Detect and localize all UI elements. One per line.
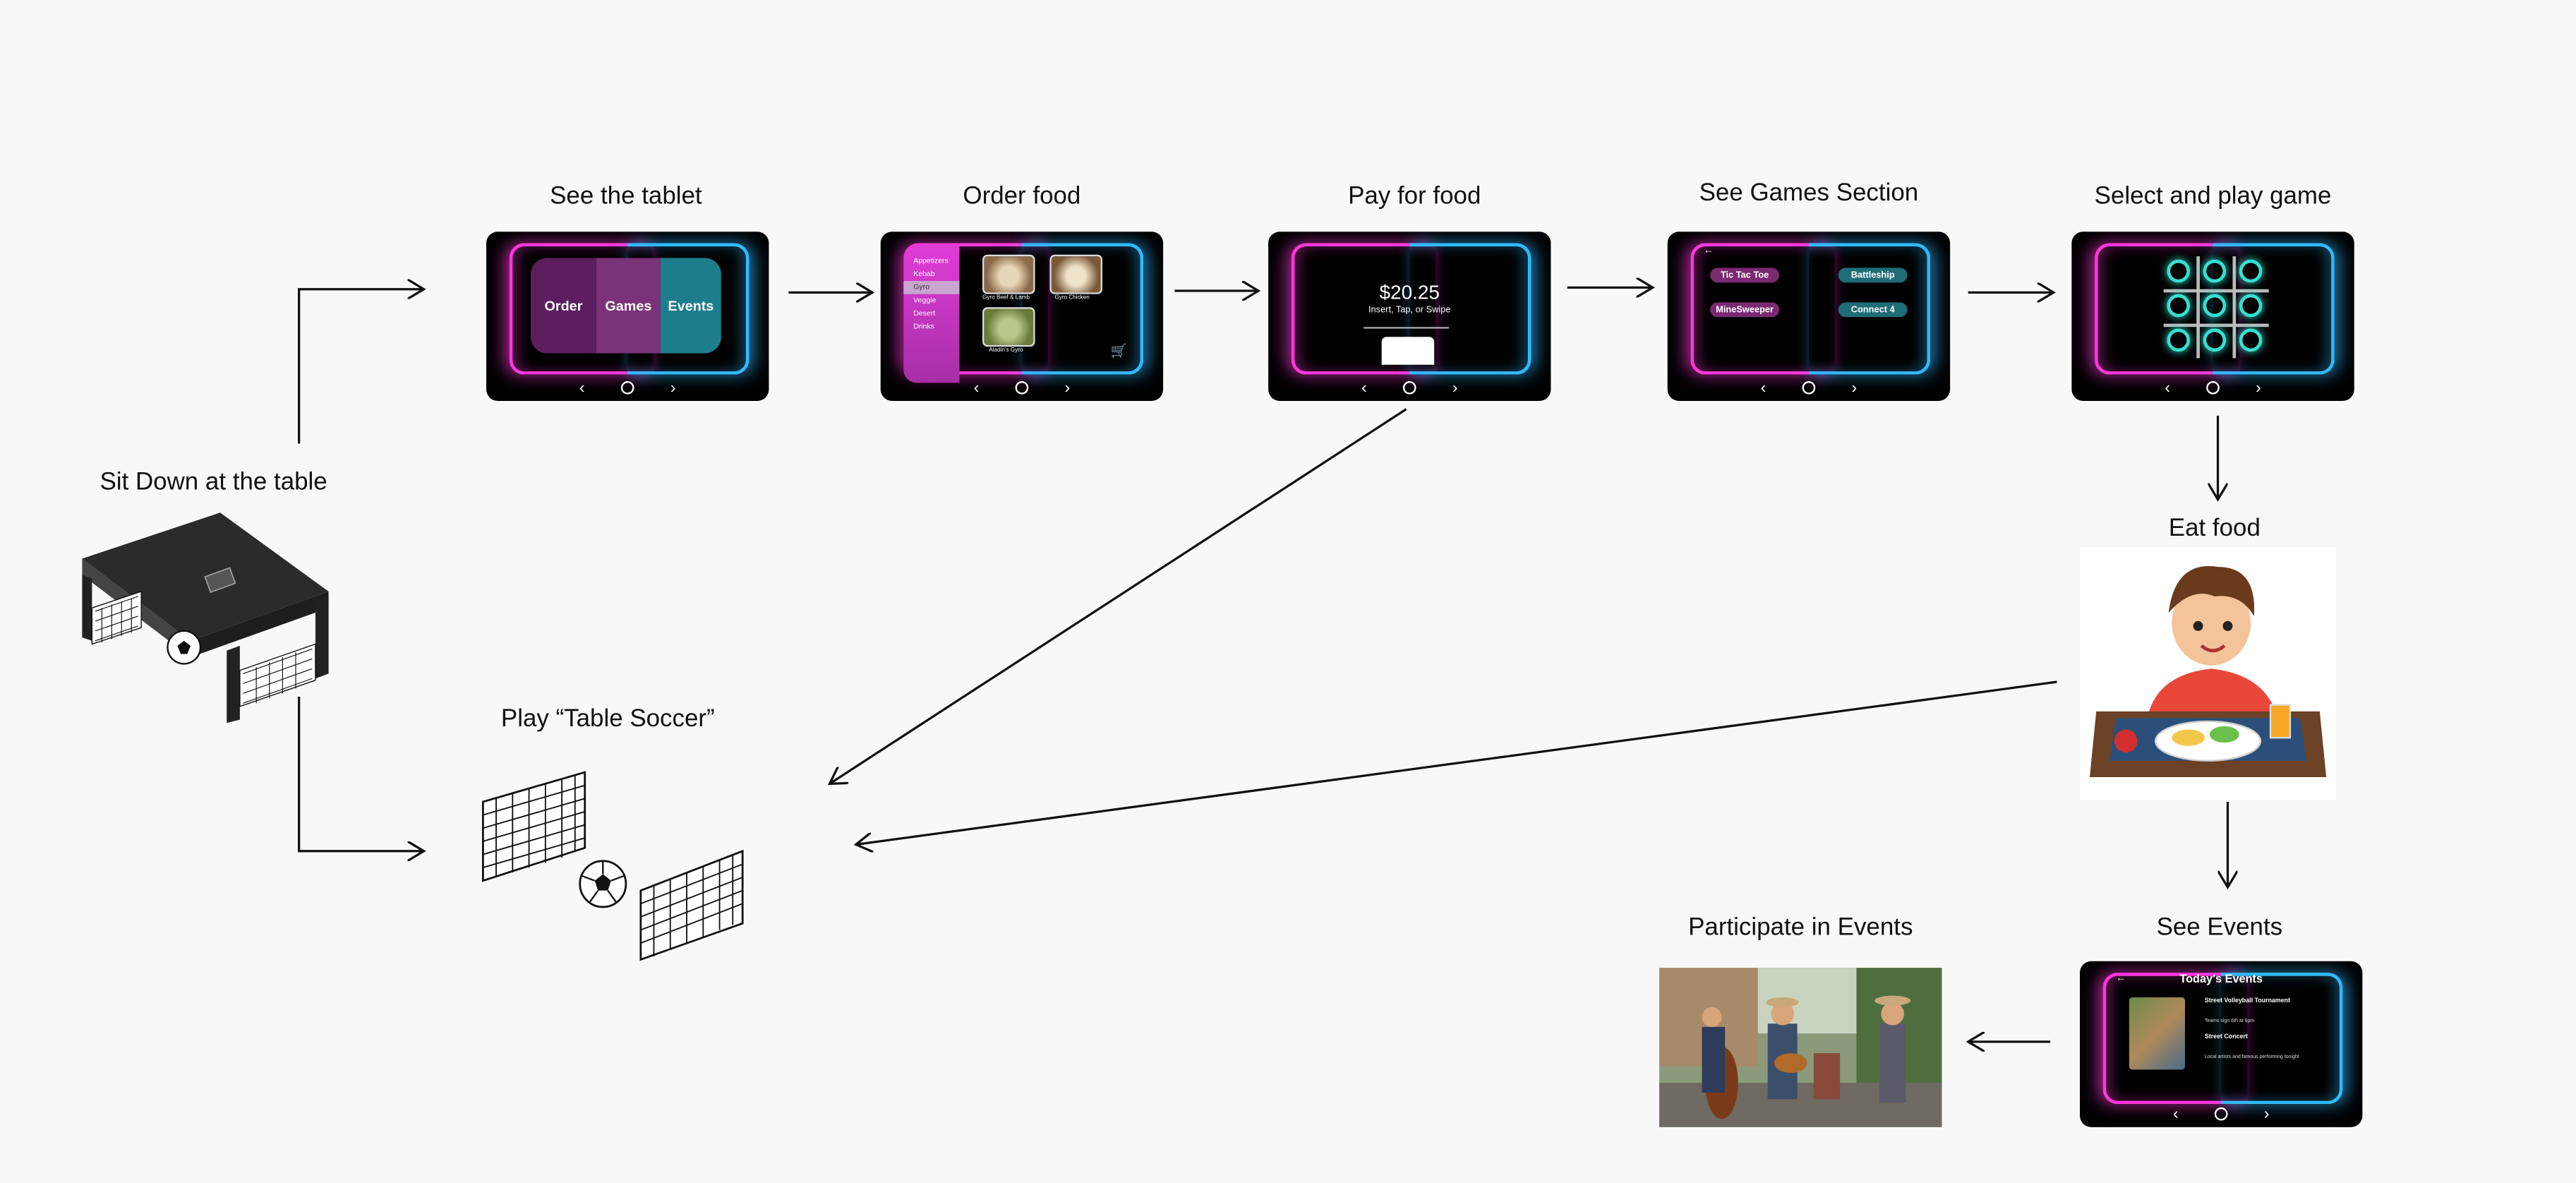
category-gyro[interactable]: Gyro	[903, 281, 960, 294]
nav-home-icon[interactable]	[2214, 1107, 2228, 1121]
category-kebab[interactable]: Kebab	[913, 269, 935, 278]
aladins-gyro-image[interactable]	[982, 307, 1035, 347]
nav-forward-icon[interactable]: ›	[670, 378, 676, 397]
order-tile-button[interactable]: Order	[530, 258, 596, 354]
step-label-select-game: Select and play game	[2094, 182, 2332, 210]
step-label-eat-food: Eat food	[2168, 514, 2261, 543]
payment-instruction: Insert, Tap, or Swipe	[1368, 305, 1451, 316]
o-mark-icon	[2167, 294, 2190, 318]
o-mark-icon	[2167, 259, 2190, 283]
soccer-ball-icon	[579, 860, 627, 908]
back-arrow-icon[interactable]: ←	[2116, 974, 2126, 985]
android-nav-bar: ‹›	[486, 378, 769, 397]
step-label-sit-down: Sit Down at the table	[100, 468, 327, 496]
o-mark-icon	[2203, 294, 2227, 318]
step-label-see-tablet: See the tablet	[550, 182, 702, 210]
step-label-order-food: Order food	[963, 182, 1081, 210]
category-menu: Appetizers Kebab Gyro Veggie Desert Drin…	[903, 244, 960, 383]
boy-eating-illustration	[2079, 547, 2337, 800]
game-tic-tac-toe-button[interactable]: Tic Tac Toe	[1710, 268, 1780, 283]
o-mark-icon	[2239, 259, 2263, 283]
nav-back-icon[interactable]: ‹	[2165, 378, 2171, 397]
gyro-chicken-image[interactable]	[1049, 254, 1102, 294]
step-label-participate: Participate in Events	[1688, 913, 1913, 942]
tablet-events-screen: ← Today's Events Street Volleyball Tourn…	[2079, 961, 2363, 1127]
cart-icon[interactable]: 🛒	[1110, 343, 1127, 359]
nav-back-icon[interactable]: ‹	[1361, 378, 1367, 397]
nav-forward-icon[interactable]: ›	[1064, 378, 1071, 397]
category-drinks[interactable]: Drinks	[913, 322, 934, 330]
o-mark-icon	[2203, 328, 2227, 352]
nav-home-icon[interactable]	[1402, 381, 1416, 395]
arrow-eat-to-soccer	[856, 680, 2057, 844]
android-nav-bar: ‹›	[881, 378, 1163, 397]
back-arrow-icon[interactable]: ←	[1703, 246, 1714, 257]
home-tiles: Order Games Events	[530, 258, 721, 354]
event-name[interactable]: Street Concert	[2204, 1033, 2248, 1040]
item-caption: Gyro Chicken	[1054, 294, 1090, 301]
nav-home-icon[interactable]	[1802, 381, 1816, 395]
nav-home-icon[interactable]	[620, 381, 634, 395]
soccer-net-right-icon	[639, 849, 744, 961]
games-tile-button[interactable]: Games	[596, 258, 661, 354]
event-details: Local artists and famous performing toni…	[2204, 1053, 2299, 1060]
event-name[interactable]: Street Volleyball Tournament	[2204, 997, 2290, 1004]
event-photo-image	[2129, 997, 2185, 1070]
soccer-table-illustration	[82, 512, 329, 723]
o-mark-icon	[2203, 259, 2227, 283]
arrow-table-to-tablet	[298, 289, 424, 444]
tic-tac-toe-board[interactable]	[2163, 256, 2269, 359]
nav-back-icon[interactable]: ‹	[2172, 1105, 2179, 1124]
tablet-games-screen: ← Tic Tac Toe Battleship MineSweeper Con…	[1667, 232, 1951, 401]
nav-forward-icon[interactable]: ›	[1452, 378, 1458, 397]
nav-back-icon[interactable]: ‹	[973, 378, 980, 397]
arrow-table-to-soccer	[298, 696, 424, 851]
events-title: Today's Events	[2179, 974, 2263, 986]
android-nav-bar: ‹›	[1668, 378, 1950, 397]
android-nav-bar: ‹›	[2071, 378, 2354, 397]
category-veggie[interactable]: Veggie	[913, 296, 937, 304]
nav-home-icon[interactable]	[2206, 381, 2220, 395]
game-minesweeper-button[interactable]: MineSweeper	[1710, 302, 1780, 318]
o-mark-icon	[2239, 328, 2263, 352]
tablet-tic-tac-toe-screen: ‹›	[2071, 232, 2354, 401]
nav-forward-icon[interactable]: ›	[2256, 378, 2261, 397]
street-concert-photo	[1659, 968, 1942, 1127]
o-mark-icon	[2239, 294, 2263, 318]
card-reader-icon[interactable]	[1381, 337, 1435, 365]
step-label-see-events: See Events	[2156, 913, 2283, 942]
step-label-pay-food: Pay for food	[1348, 182, 1481, 210]
game-battleship-button[interactable]: Battleship	[1838, 268, 1908, 283]
payment-amount: $20.25	[1379, 281, 1440, 304]
tablet-order-screen: Appetizers Kebab Gyro Veggie Desert Drin…	[880, 232, 1164, 401]
android-nav-bar: ‹›	[2080, 1104, 2362, 1124]
nav-forward-icon[interactable]: ›	[2263, 1105, 2270, 1124]
gyro-beef-image[interactable]	[982, 254, 1035, 294]
tablet-home-screen: Order Games Events ‹›	[486, 232, 769, 401]
event-details: Teams sign 6th at 6pm	[2204, 1016, 2255, 1024]
category-desert[interactable]: Desert	[913, 308, 936, 318]
divider	[1364, 327, 1450, 329]
soccer-net-left-icon	[481, 771, 586, 882]
table-soccer-illustration	[481, 771, 744, 961]
android-nav-bar: ‹›	[1268, 378, 1551, 397]
step-label-table-soccer: Play “Table Soccer”	[500, 704, 715, 733]
game-connect-4-button[interactable]: Connect 4	[1838, 302, 1908, 318]
nav-back-icon[interactable]: ‹	[579, 378, 585, 397]
nav-forward-icon[interactable]: ›	[1851, 378, 1858, 397]
tablet-pay-screen: $20.25 Insert, Tap, or Swipe ‹›	[1268, 232, 1551, 401]
o-mark-icon	[2167, 328, 2190, 352]
nav-home-icon[interactable]	[1015, 381, 1029, 395]
item-caption: Aladin's Gyro	[989, 347, 1023, 354]
arrow-pay-to-soccer	[830, 408, 1407, 784]
item-caption: Gyro Beef & Lamb	[982, 294, 1030, 301]
category-appetizers[interactable]: Appetizers	[913, 256, 949, 265]
events-tile-button[interactable]: Events	[660, 258, 721, 354]
nav-back-icon[interactable]: ‹	[1760, 378, 1767, 397]
step-label-see-games: See Games Section	[1699, 179, 1919, 208]
